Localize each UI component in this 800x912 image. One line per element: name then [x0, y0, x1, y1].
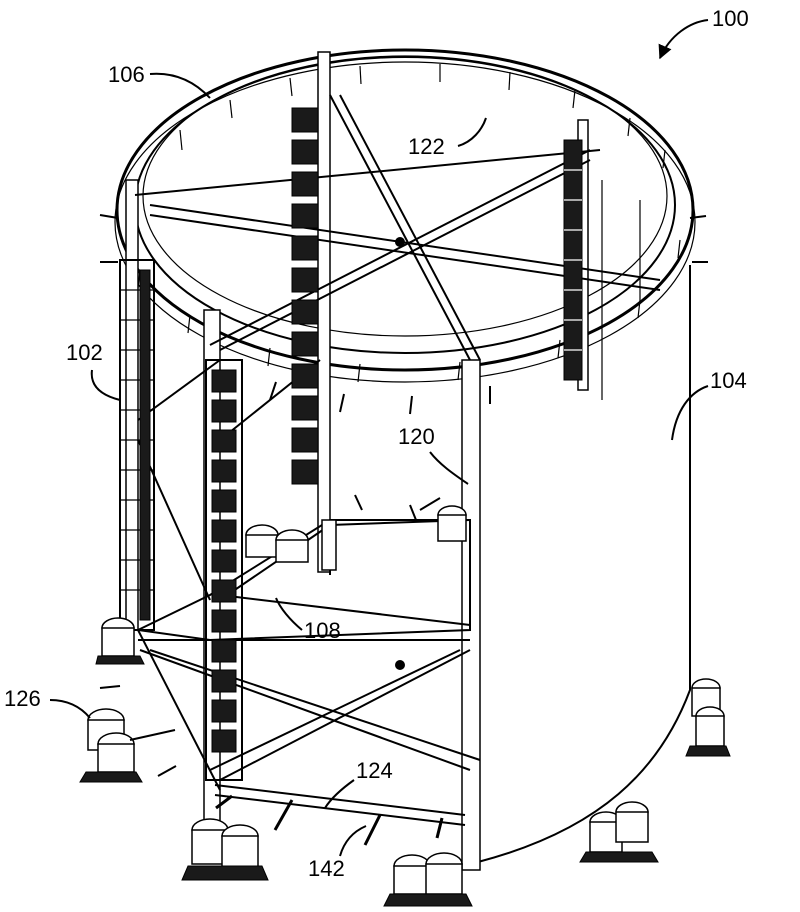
- foot-front-center: [383, 852, 473, 907]
- ladder-front-left: [205, 359, 243, 781]
- label-122: 122: [408, 134, 445, 159]
- bottom-struts: [215, 794, 444, 846]
- leader-104: [671, 385, 709, 441]
- leader-102: [90, 369, 121, 401]
- leader-142: [339, 825, 367, 857]
- label-104: 104: [710, 368, 747, 393]
- label-106: 106: [108, 62, 145, 87]
- label-120: 120: [398, 424, 435, 449]
- foot-left: [79, 685, 177, 783]
- label-142: 142: [308, 856, 345, 881]
- leader-106: [149, 72, 211, 99]
- label-102: 102: [66, 340, 103, 365]
- ladder-back-right: [563, 139, 583, 381]
- foot-right: [685, 678, 731, 757]
- leader-122: [457, 117, 487, 147]
- leader-120: [429, 451, 469, 485]
- interior-reels: [245, 494, 467, 563]
- foot-front-left: [181, 818, 269, 881]
- vertical-columns: [125, 51, 589, 871]
- foot-left-upper: [95, 617, 145, 665]
- reference-labels: 100 106 122 102 104 120 108 126 124 142: [4, 6, 749, 881]
- ladder-left: [119, 259, 155, 631]
- ladder-back-center: [291, 107, 319, 485]
- leader-124: [324, 779, 355, 809]
- top-ring-walkway: [99, 48, 708, 415]
- label-100: 100: [712, 6, 749, 31]
- label-108: 108: [304, 618, 341, 643]
- leader-126: [49, 699, 91, 719]
- foot-front-right: [579, 801, 659, 863]
- leader-100: [658, 19, 709, 60]
- leader-108: [275, 597, 303, 631]
- cylindrical-wall: [477, 180, 691, 863]
- label-124: 124: [356, 758, 393, 783]
- label-126: 126: [4, 686, 41, 711]
